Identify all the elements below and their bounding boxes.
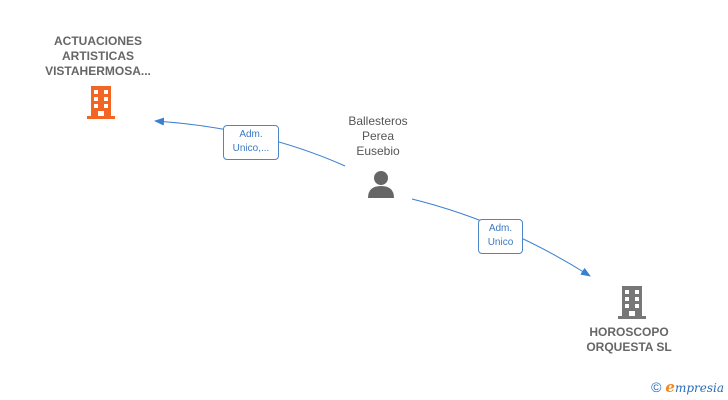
company-label-line: ARTISTICAS bbox=[62, 49, 134, 63]
brand-rest: mpresia bbox=[674, 381, 724, 395]
brand-first-letter: e bbox=[665, 378, 675, 396]
company-label-line: ACTUACIONES bbox=[53, 34, 142, 48]
edge-label-line: Unico,... bbox=[232, 143, 270, 154]
person-label-line: Perea bbox=[361, 129, 395, 143]
edge-label-adm-unico-1[interactable]: Adm. Unico,... bbox=[223, 125, 279, 160]
empresia-logo: empresia bbox=[665, 378, 724, 396]
person-icon[interactable] bbox=[366, 170, 396, 203]
company-label-line: ORQUESTA SL bbox=[586, 340, 672, 354]
empresia-footer[interactable]: © empresia bbox=[651, 378, 724, 396]
company-label-line: HOROSCOPO bbox=[589, 325, 669, 339]
building-icon[interactable] bbox=[85, 84, 117, 125]
edge-label-line: Unico bbox=[487, 237, 514, 248]
company-node-horoscopo-label[interactable]: HOROSCOPO ORQUESTA SL bbox=[569, 325, 689, 355]
company-node-actuaciones-label[interactable]: ACTUACIONES ARTISTICAS VISTAHERMOSA... bbox=[28, 34, 168, 79]
copyright-symbol: © bbox=[651, 379, 662, 395]
company-label-line: VISTAHERMOSA... bbox=[45, 64, 151, 78]
edge-label-line: Adm. bbox=[488, 223, 513, 234]
person-label-line: Ballesteros bbox=[348, 114, 408, 128]
building-icon[interactable] bbox=[616, 284, 648, 325]
edge-label-line: Adm. bbox=[239, 129, 263, 140]
person-node-ballesteros-label[interactable]: Ballesteros Perea Eusebio bbox=[328, 114, 428, 159]
person-label-line: Eusebio bbox=[356, 144, 400, 158]
edge-label-adm-unico-2[interactable]: Adm. Unico bbox=[478, 219, 523, 254]
